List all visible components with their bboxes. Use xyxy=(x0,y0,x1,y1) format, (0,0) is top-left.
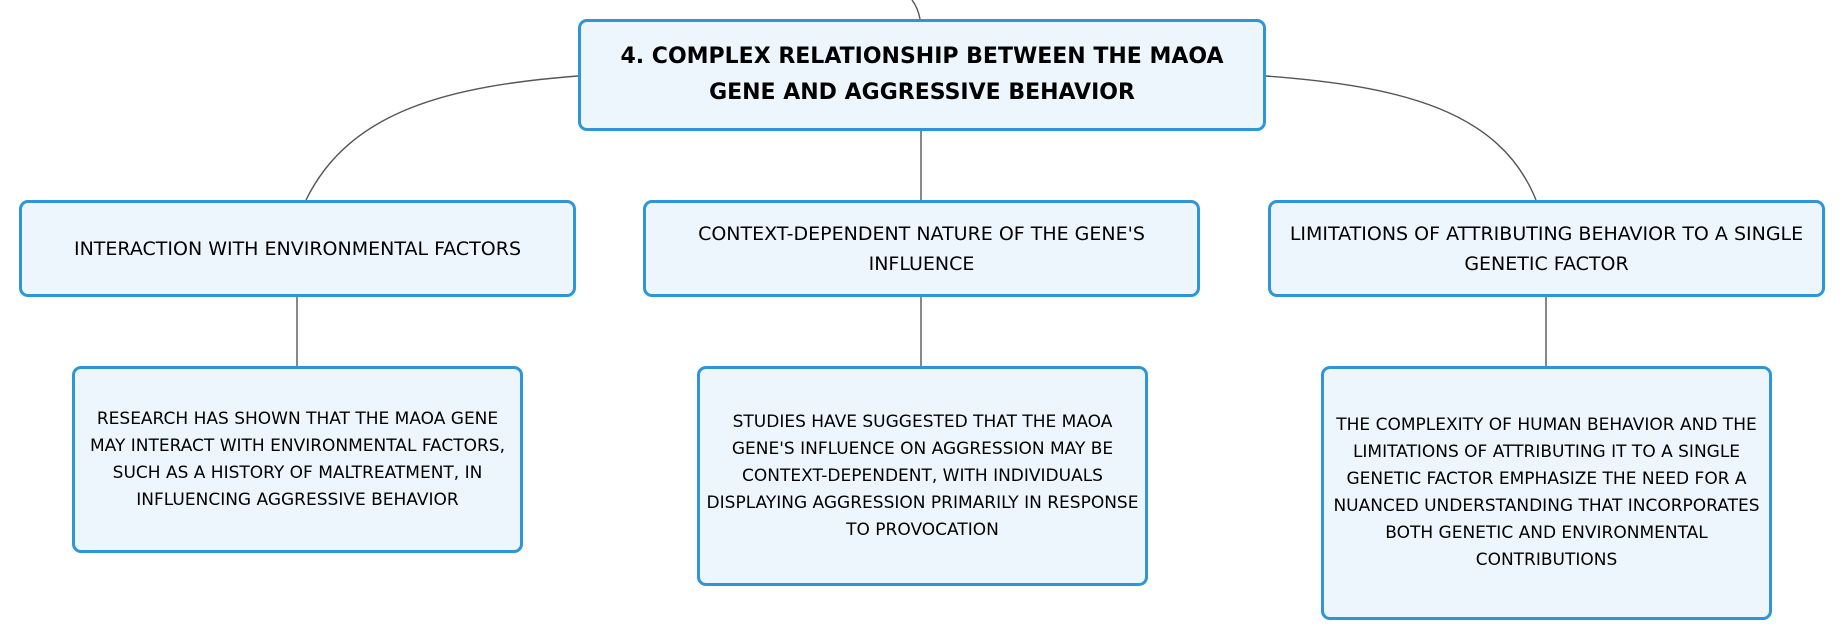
detail-node-environmental-factors[interactable]: RESEARCH HAS SHOWN THAT THE MAOA GENE MA… xyxy=(72,366,523,553)
connector-root-to-branch-3 xyxy=(1265,75,1537,201)
central-topic-node[interactable]: 4. COMPLEX RELATIONSHIP BETWEEN THE MAOA… xyxy=(578,19,1266,131)
central-topic-label: 4. COMPLEX RELATIONSHIP BETWEEN THE MAOA… xyxy=(620,44,1224,105)
detail-text: STUDIES HAVE SUGGESTED THAT THE MAOA GEN… xyxy=(706,411,1139,540)
detail-node-context-dependent[interactable]: STUDIES HAVE SUGGESTED THAT THE MAOA GEN… xyxy=(697,366,1148,586)
connector-from-parent xyxy=(911,0,921,20)
detail-text: RESEARCH HAS SHOWN THAT THE MAOA GENE MA… xyxy=(89,408,506,510)
branch-node-limitations[interactable]: LIMITATIONS OF ATTRIBUTING BEHAVIOR TO A… xyxy=(1268,200,1825,297)
branch-label: INTERACTION WITH ENVIRONMENTAL FACTORS xyxy=(73,237,522,260)
branch-label: LIMITATIONS OF ATTRIBUTING BEHAVIOR TO A… xyxy=(1289,222,1804,275)
detail-node-limitations[interactable]: THE COMPLEXITY OF HUMAN BEHAVIOR AND THE… xyxy=(1321,366,1772,620)
branch-node-context-dependent[interactable]: CONTEXT-DEPENDENT NATURE OF THE GENE'S I… xyxy=(643,200,1200,297)
connector-root-to-branch-1 xyxy=(305,75,579,201)
detail-text: THE COMPLEXITY OF HUMAN BEHAVIOR AND THE… xyxy=(1333,415,1760,570)
branch-label: CONTEXT-DEPENDENT NATURE OF THE GENE'S I… xyxy=(698,222,1145,275)
branch-node-environmental-factors[interactable]: INTERACTION WITH ENVIRONMENTAL FACTORS xyxy=(19,200,576,297)
